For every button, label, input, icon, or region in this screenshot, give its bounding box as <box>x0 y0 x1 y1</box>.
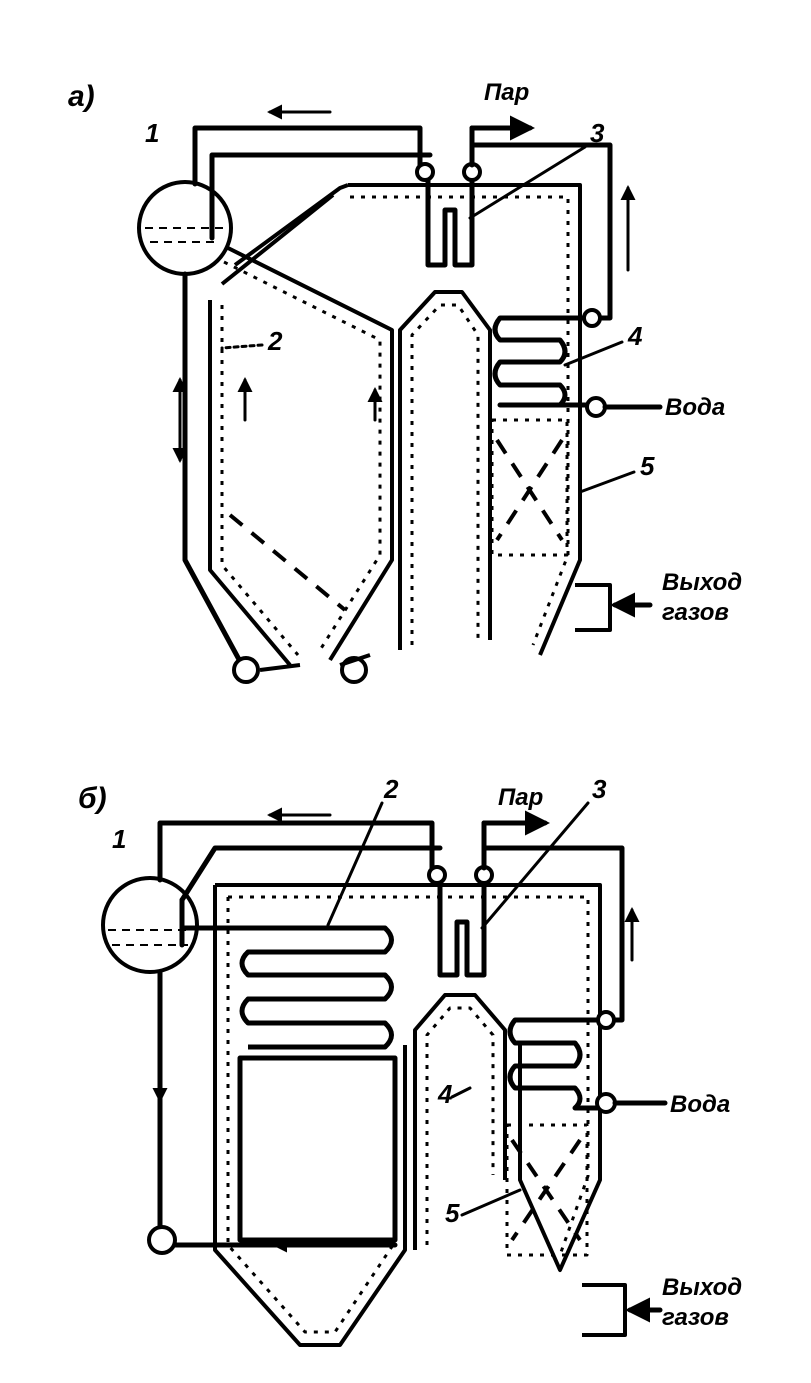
steam-label-a: Пар <box>484 79 529 106</box>
panel-label-b: б) <box>78 782 107 815</box>
furnace-inner-wall-b <box>226 895 590 1334</box>
radiant-box-b <box>237 1055 398 1243</box>
bottom-header-left-a <box>232 656 260 684</box>
furnace-outer-wall-a <box>208 183 582 667</box>
steam-line-inner-a <box>209 152 433 203</box>
water-inlet-header-a <box>585 396 607 418</box>
callout-1-a: 1 <box>145 118 159 148</box>
callout-2-a: 2 <box>267 326 283 356</box>
callout-4-a: 4 <box>627 321 643 351</box>
diagram-a: а) Пар <box>68 79 742 684</box>
callout-5-a: 5 <box>640 451 655 481</box>
roof-tubes-a <box>233 183 349 267</box>
partition-a <box>398 290 492 650</box>
furnace-inner-wall-a <box>220 195 570 656</box>
burner-dashed-line-a <box>228 513 347 612</box>
gas-exit-label-a-1: Выход <box>662 569 742 596</box>
steam-line-inner-b <box>179 845 443 903</box>
steam-label-b: Пар <box>498 784 543 811</box>
gas-exit-label-a-2: газов <box>662 599 729 626</box>
economizer-coil-a <box>492 315 592 408</box>
screen-tubes-a <box>227 246 394 662</box>
bottom-header-b <box>147 1225 177 1255</box>
panel-label-a: а) <box>68 80 95 113</box>
platen-coil-b <box>182 925 394 1050</box>
superheater-coil-a <box>425 180 475 268</box>
gas-exit-duct-b <box>582 1283 627 1337</box>
feed-riser-a <box>469 142 613 321</box>
superheater-coil-b <box>437 882 487 978</box>
diagram-b: б) Пар <box>78 774 742 1347</box>
feed-riser-b <box>481 845 625 1023</box>
downcomer-a <box>182 271 245 668</box>
gas-exit-duct-a <box>575 583 612 632</box>
header-left-top-b <box>427 865 447 885</box>
furnace-outer-wall-b <box>213 883 602 1347</box>
drum-b <box>101 876 199 974</box>
gas-exit-label-b-1: Выход <box>662 1274 742 1301</box>
water-label-b: Вода <box>670 1091 730 1118</box>
header-left-top-a <box>415 162 435 182</box>
steam-line-outer-a <box>192 125 423 187</box>
callout-3-b: 3 <box>592 774 607 804</box>
callout-2-b: 2 <box>383 774 399 804</box>
drum-a <box>137 180 233 276</box>
air-heater-b <box>505 1123 589 1257</box>
callout-3-a: 3 <box>590 118 605 148</box>
callout-1-b: 1 <box>112 824 126 854</box>
callout-4-b: 4 <box>437 1079 453 1109</box>
economizer-coil-b <box>507 1017 604 1111</box>
water-inlet-header-b <box>595 1092 617 1114</box>
air-heater-a <box>490 418 569 557</box>
gas-exit-label-b-2: газов <box>662 1304 729 1331</box>
water-label-a: Вода <box>665 394 725 421</box>
callout-5-b: 5 <box>445 1198 460 1228</box>
partition-b <box>413 993 507 1250</box>
